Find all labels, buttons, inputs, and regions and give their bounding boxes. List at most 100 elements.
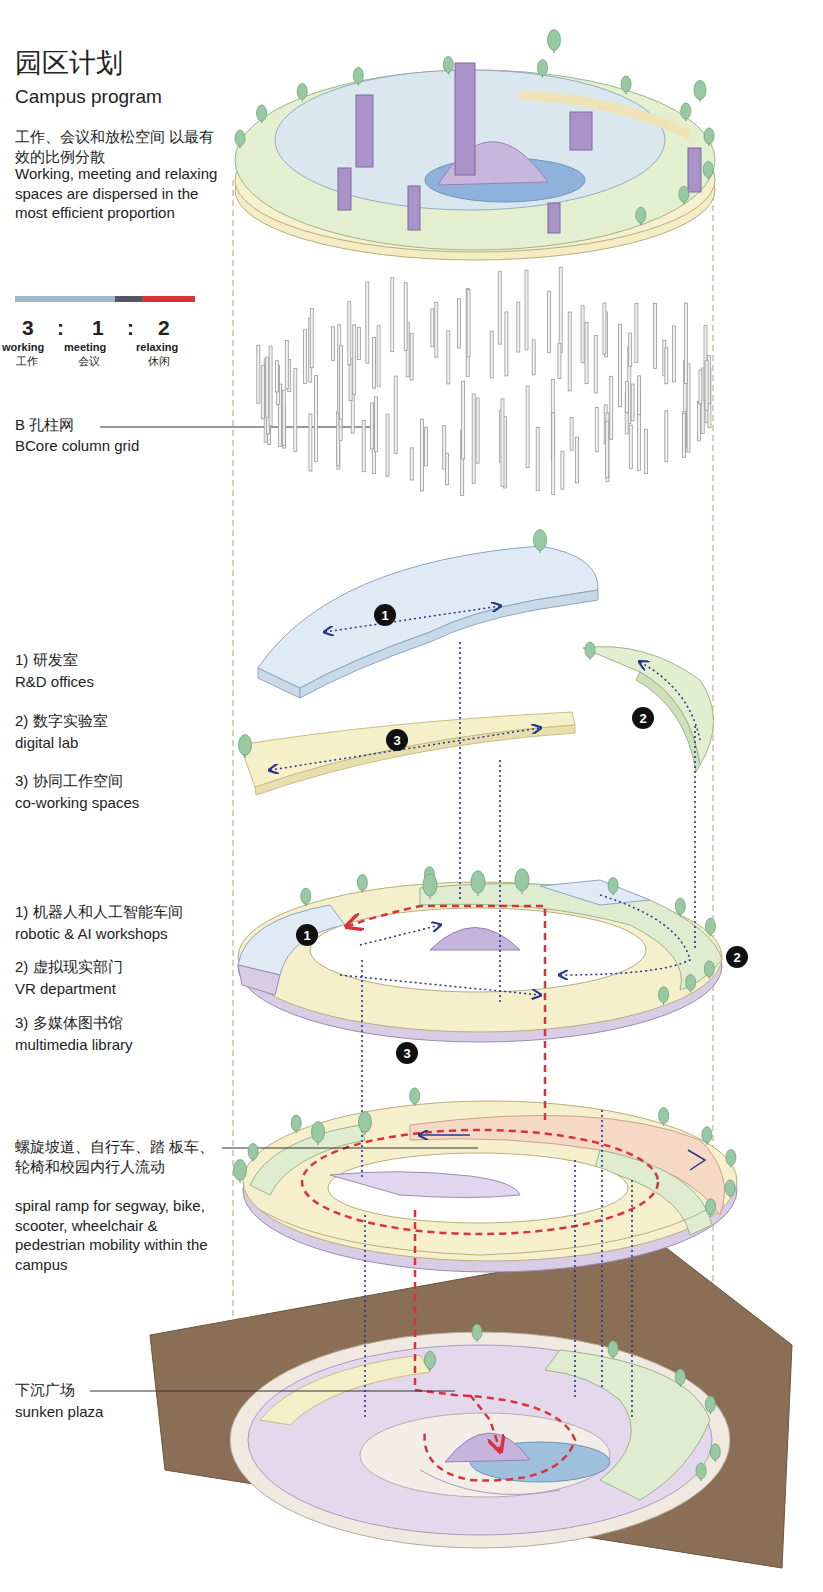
title: 园区计划 <box>15 46 123 81</box>
column <box>309 414 312 471</box>
column <box>285 341 288 389</box>
column <box>257 345 260 403</box>
annotation: digital lab <box>15 733 78 753</box>
tree-crown <box>297 83 307 99</box>
column <box>462 381 465 459</box>
column-grid <box>257 267 711 495</box>
annotation: sunken plaza <box>15 1402 103 1422</box>
column <box>366 282 369 363</box>
red-route <box>415 1390 575 1481</box>
tree-crown <box>234 1160 247 1181</box>
tree-crown <box>248 1144 258 1160</box>
column <box>466 289 469 377</box>
tree-crown <box>686 974 696 990</box>
column <box>266 357 269 417</box>
callout-text: 3 <box>393 734 400 747</box>
tree-crown <box>608 1341 618 1357</box>
upper-pieces <box>300 590 598 698</box>
tree-crown <box>257 105 267 121</box>
tree-crown <box>706 1199 716 1215</box>
level-link <box>362 642 695 1420</box>
column <box>576 437 579 483</box>
column <box>435 303 438 358</box>
column <box>552 413 555 495</box>
level-link <box>499 760 501 1005</box>
upper-pieces <box>255 725 575 795</box>
roof-layer <box>688 148 701 192</box>
annotation: 1) 研发室 <box>15 650 78 670</box>
column <box>581 306 584 363</box>
upper-pieces <box>325 606 500 632</box>
annotation: 休闲 <box>148 354 170 368</box>
annotation: meeting <box>64 340 106 354</box>
upper-pieces <box>636 672 700 772</box>
ground-plate <box>150 1243 792 1568</box>
ramp-layer <box>243 1101 737 1272</box>
column <box>631 384 634 421</box>
workshop-layer <box>348 906 545 1120</box>
tree-crown <box>472 1324 482 1340</box>
tree-crown <box>359 1112 372 1133</box>
tree-crown <box>710 1444 720 1460</box>
annotation: 3) 多媒体图书馆 <box>15 1013 123 1033</box>
ramp-layer <box>688 1150 705 1170</box>
roof-layer <box>455 63 475 175</box>
upper-pieces <box>258 546 598 688</box>
column <box>610 376 613 439</box>
workshop-layer <box>238 882 722 1032</box>
roof-layer <box>520 95 690 135</box>
column <box>443 425 446 469</box>
column <box>501 399 504 486</box>
column <box>377 326 380 387</box>
callout-number: 2 <box>726 946 748 968</box>
callout-number: 1 <box>296 924 318 946</box>
tree-crown <box>312 1122 325 1143</box>
column <box>685 303 688 384</box>
annotation: 螺旋坡道、自行车、踏 板车、轮椅和校园内行人流动 <box>15 1137 215 1176</box>
tree-crown <box>471 871 485 893</box>
leader-line <box>90 1391 455 1392</box>
column <box>558 343 561 378</box>
upper-pieces <box>640 662 700 740</box>
workshop-layer <box>360 925 440 945</box>
column <box>331 327 334 361</box>
annotation: Campus program <box>15 85 162 110</box>
column <box>682 413 685 457</box>
leader-line <box>100 427 370 428</box>
workshop-layer <box>430 928 520 951</box>
annotation: 3) 协同工作空间 <box>15 771 123 791</box>
workshop-layer <box>540 880 650 905</box>
tree-crown <box>659 987 669 1003</box>
column <box>294 369 297 452</box>
callout-number: 3 <box>386 729 408 751</box>
annotation: 2 <box>158 314 170 341</box>
ground-plate <box>248 1345 712 1535</box>
roof-layer <box>235 63 715 260</box>
ramp-layer <box>243 1101 737 1261</box>
annotation: spiral ramp for segway, bike, scooter, w… <box>15 1196 215 1274</box>
callout-text: 1 <box>303 929 310 942</box>
annotation: Working, meeting and relaxing spaces are… <box>15 164 220 223</box>
ramp-layer <box>328 1153 628 1223</box>
ramp-layer <box>260 1205 715 1255</box>
ramp-layer <box>420 1134 470 1136</box>
annotation: 2) 数字实验室 <box>15 711 108 731</box>
column <box>570 417 573 450</box>
upper-pieces <box>270 728 540 770</box>
column <box>310 309 313 368</box>
tree-crown <box>538 60 548 76</box>
roof-layer <box>570 112 592 150</box>
column <box>394 376 397 453</box>
column <box>568 312 571 391</box>
annotation: 会议 <box>78 354 100 368</box>
column <box>458 299 461 348</box>
tree-crown <box>704 128 714 144</box>
column <box>275 361 278 392</box>
annotation: relaxing <box>136 340 178 354</box>
annotation: working <box>2 340 44 354</box>
column <box>665 348 668 384</box>
tree-crown <box>659 1108 669 1124</box>
tree-crown <box>585 642 595 658</box>
column <box>654 303 657 368</box>
column <box>585 322 588 383</box>
